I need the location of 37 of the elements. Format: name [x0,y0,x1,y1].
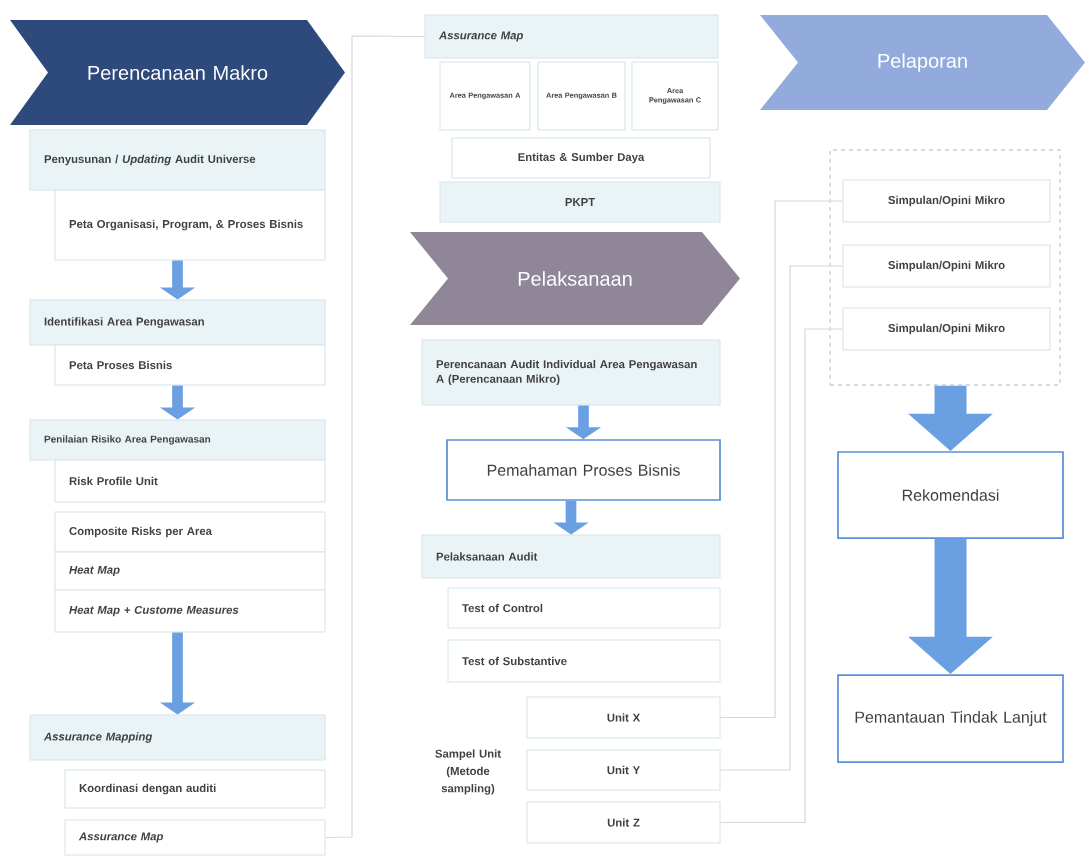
section-header-box: Penyusunan / Updating Audit Universe [29,129,326,191]
side-label: Sampel Unit (Metode sampling) [435,749,501,795]
item-box: Entitas & Sumber Daya [451,137,711,179]
section-header-box: Perencanaan Audit Individual Area Pengawasan A (Perencanaan Mikro) [421,339,721,406]
item-box: Koordinasi dengan auditi [64,769,326,809]
section-header-box: Identifikasi Area Pengawasan [29,299,326,346]
section-header-box: PKPT [439,181,721,223]
process-box: Pemahaman Proses Bisnis [446,439,721,501]
item-box: Risk Profile Unit [54,459,326,503]
item-box: Unit Y [526,749,721,791]
chevron-banner: Perencanaan Makro [10,20,345,125]
chevron-banner: Pelaksanaan [410,232,740,325]
dashed-group-box [829,149,1061,386]
section-header-box: Pelaksanaan Audit [421,534,721,579]
item-box: Composite Risks per Area [54,511,326,553]
item-box: Peta Organisasi, Program, & Proses Bisnis [54,189,326,261]
section-header-box: Penilaian Risiko Area Pengawasan [29,419,326,461]
process-box: Rekomendasi [837,451,1064,539]
connector-line [719,265,844,771]
item-box: Unit X [526,696,721,739]
item-box: Test of Control [447,587,721,629]
item-box: Heat Map [54,551,326,591]
item-box: Unit Z [526,801,721,844]
connector-line [324,35,426,839]
connector-line [719,200,844,719]
item-box: Simpulan/Opini Mikro [842,307,1051,351]
item-box: Simpulan/Opini Mikro [842,179,1051,223]
connector-line [719,328,844,824]
item-box: Heat Map + Custome Measures [54,589,326,633]
section-header-box: Assurance Mapping [29,714,326,761]
item-box: Test of Substantive [447,639,721,683]
item-box: Simpulan/Opini Mikro [842,244,1051,288]
item-box: Assurance Map [64,819,326,856]
chevron-banner: Pelaporan [760,15,1085,110]
item-box: Peta Proses Bisnis [54,344,326,386]
section-header-box: Assurance Map [424,14,719,59]
process-box: Pemantauan Tindak Lanjut [837,674,1064,763]
